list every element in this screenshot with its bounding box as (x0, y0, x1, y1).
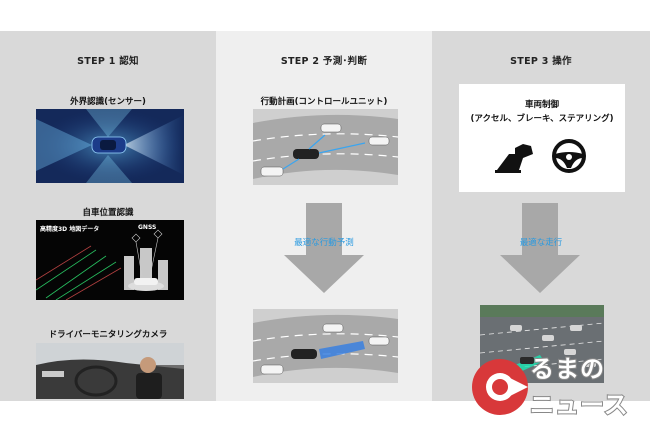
step3-title: STEP 3 操作 (510, 56, 572, 67)
cabin-illustration (36, 343, 184, 399)
gnss-tag: GNSS (138, 224, 157, 231)
vehicle-control-title: 車両制御 (524, 100, 559, 110)
sensor-image (36, 109, 184, 183)
road-plan-image (253, 109, 398, 185)
step1-column: STEP 1 認知 外界認識(センサー) 自車位置認識 (0, 31, 216, 401)
road-plan-illustration (253, 114, 398, 179)
optimal-driving-label: 最適な走行 (519, 238, 563, 248)
vehicle-control-box: 車両制御 (アクセル、ブレーキ、ステアリング) (459, 84, 625, 192)
road-predict-image (253, 309, 398, 383)
position-image: 高精度3D 地図データ GNSS (36, 220, 184, 300)
sensor-illustration (36, 109, 184, 183)
position-label: 自車位置認識 (82, 208, 134, 218)
optimal-prediction-label: 最適な行動予測 (294, 238, 354, 248)
step2-title: STEP 2 予測･判断 (280, 56, 368, 67)
logo-text-line2: ニュース (529, 390, 629, 420)
pedal-icon (493, 140, 537, 178)
kuruma-news-logo: るまの ニュース (468, 347, 646, 425)
step3-down-arrow (500, 203, 580, 297)
step2-column: STEP 2 予測･判断 行動計画(コントロールユニット) (216, 31, 432, 401)
driver-monitor-label: ドライバーモニタリングカメラ (48, 330, 168, 340)
vehicle-control-subtitle: (アクセル、ブレーキ、ステアリング) (470, 114, 614, 124)
sensor-label: 外界認識(センサー) (70, 97, 146, 107)
logo-mark-icon (472, 359, 528, 415)
road-predict-illustration (253, 314, 398, 377)
step1-title: STEP 1 認知 (77, 56, 139, 67)
action-plan-label: 行動計画(コントロールユニット) (260, 97, 388, 107)
driver-monitor-image (36, 343, 184, 399)
step3-column: STEP 3 操作 車両制御 (アクセル、ブレーキ、ステアリング) 最適な走行 (432, 31, 650, 401)
step2-down-arrow (284, 203, 364, 297)
hd-map-tag: 高精度3D 地図データ (40, 226, 100, 233)
map-illustration (36, 220, 184, 300)
steering-wheel-icon (551, 138, 587, 178)
logo-text-line1: るまの (529, 354, 605, 384)
